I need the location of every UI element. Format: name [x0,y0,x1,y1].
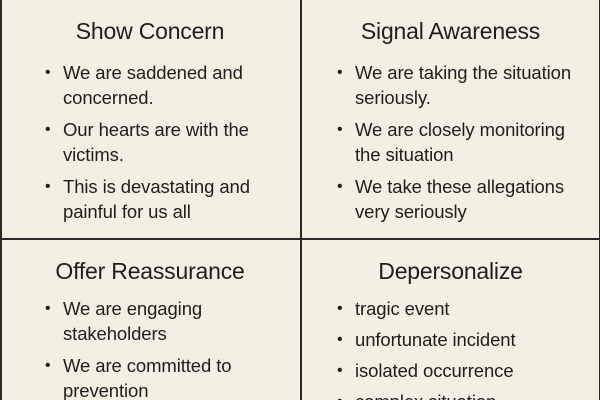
quadrant-depersonalize: Depersonalize tragic event unfortunate i… [302,240,599,400]
bullet-item: We are closely monitoring the situation [337,117,589,167]
bullet-item: tragic event [337,296,589,321]
quadrant-signal-awareness: Signal Awareness We are taking the situa… [302,0,599,238]
bullet-item: complex situation [337,389,589,400]
bullet-item: Our hearts are with the victims. [45,117,290,167]
quadrant-title: Offer Reassurance [55,258,245,284]
bullet-list: tragic event unfortunate incident isolat… [337,296,589,400]
bullet-item: unfortunate incident [337,327,589,352]
bullet-item: We are taking the situation seriously. [337,60,589,110]
quadrant-title: Show Concern [75,18,225,44]
bullet-list: We are saddened and concerned. Our heart… [45,60,290,231]
grid-border-left [0,0,2,400]
bullet-list: We are engaging stakeholders We are comm… [45,296,290,400]
quadrant-offer-reassurance: Offer Reassurance We are engaging stakeh… [0,240,300,400]
quadrant-show-concern: Show Concern We are saddened and concern… [0,0,300,238]
quadrant-title: Signal Awareness [360,18,541,44]
bullet-item: We are committed to prevention [45,353,290,400]
bullet-item: We are saddened and concerned. [45,60,290,110]
bullet-item: This is devastating and painful for us a… [45,174,290,224]
grid-divider-horizontal [0,238,600,240]
bullet-item: We take these allegations very seriously [337,174,589,224]
quadrant-title: Depersonalize [378,258,523,284]
grid-divider-vertical [300,0,302,400]
bullet-list: We are taking the situation seriously. W… [337,60,589,231]
bullet-item: We are engaging stakeholders [45,296,290,346]
grid-border-right [598,0,600,400]
bullet-item: isolated occurrence [337,358,589,383]
